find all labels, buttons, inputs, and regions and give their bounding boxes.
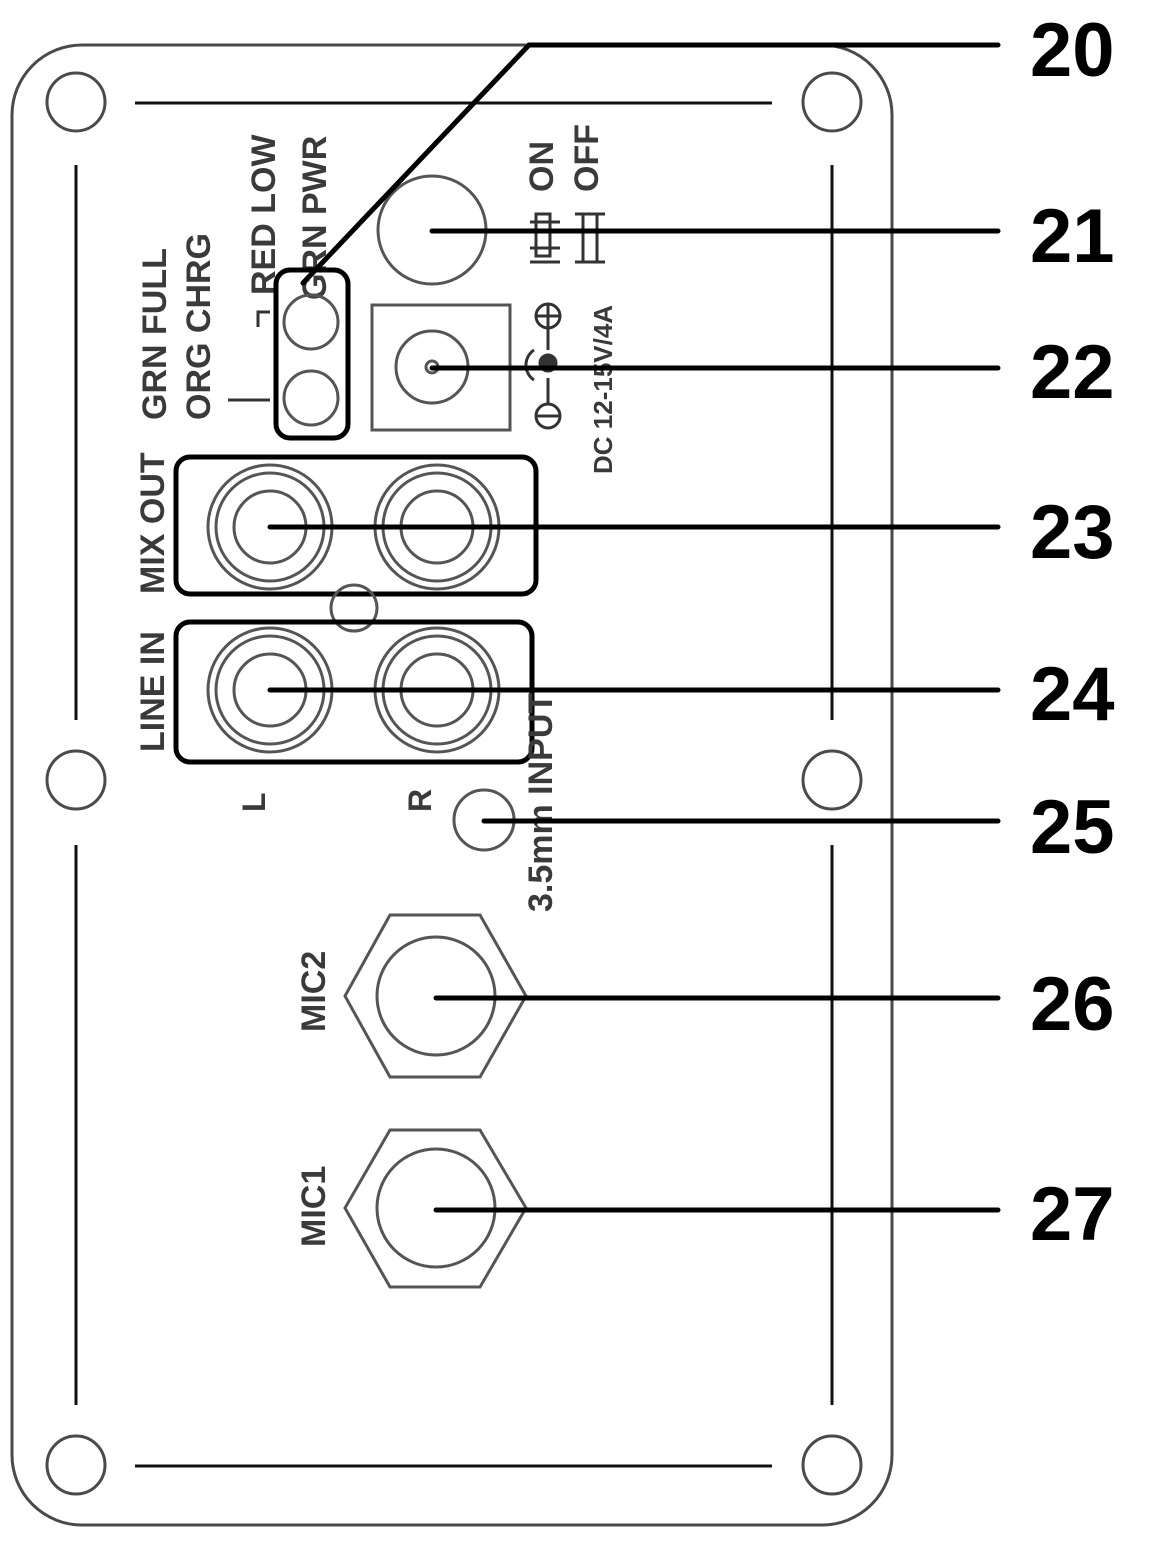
callout-26: 26 [1030,962,1115,1047]
callout-22: 22 [1030,330,1115,415]
callout-20: 20 [1030,8,1115,93]
label-mix-out: MIX OUT [134,452,172,594]
mounting-holes [45,71,863,1496]
label-dc-rating: DC 12-15V/4A [588,305,618,474]
screw-hole-icon [45,71,107,133]
leader-20 [300,42,1001,286]
callout-24: 24 [1030,652,1115,737]
label-grn-full: GRN FULL [136,248,174,420]
label-red-low: RED LOW [245,134,283,295]
ground-post-icon [329,583,379,633]
led-power-icon [282,293,340,351]
callout-27: 27 [1030,1172,1115,1257]
label-org-chrg: ORG CHRG [180,233,218,420]
label-off: OFF [568,124,606,192]
screw-hole-icon [801,71,863,133]
screw-hole-icon [801,1434,863,1496]
label-left: L [236,792,272,812]
leader-lines [267,42,1001,1213]
callout-25: 25 [1030,785,1115,870]
inner-frame [74,101,834,1468]
callout-21: 21 [1030,194,1115,279]
label-right: R [402,789,438,812]
label-line-in: LINE IN [134,631,172,752]
label-mic1: MIC1 [295,1166,333,1247]
led-battery-icon [282,369,340,427]
label-on: ON [523,141,561,192]
indicator-brackets [228,310,270,402]
screw-hole-icon [801,749,863,811]
switch-position-icons [530,212,605,264]
callout-23: 23 [1030,490,1115,575]
screw-hole-icon [45,1434,107,1496]
screw-hole-icon [45,749,107,811]
label-35mm-input: 3.5mm INPUT [522,693,560,912]
led-indicators [273,267,351,441]
panel-outline [10,43,894,1527]
label-grn-pwr: GRN PWR [296,136,334,300]
label-mic2: MIC2 [295,951,333,1032]
